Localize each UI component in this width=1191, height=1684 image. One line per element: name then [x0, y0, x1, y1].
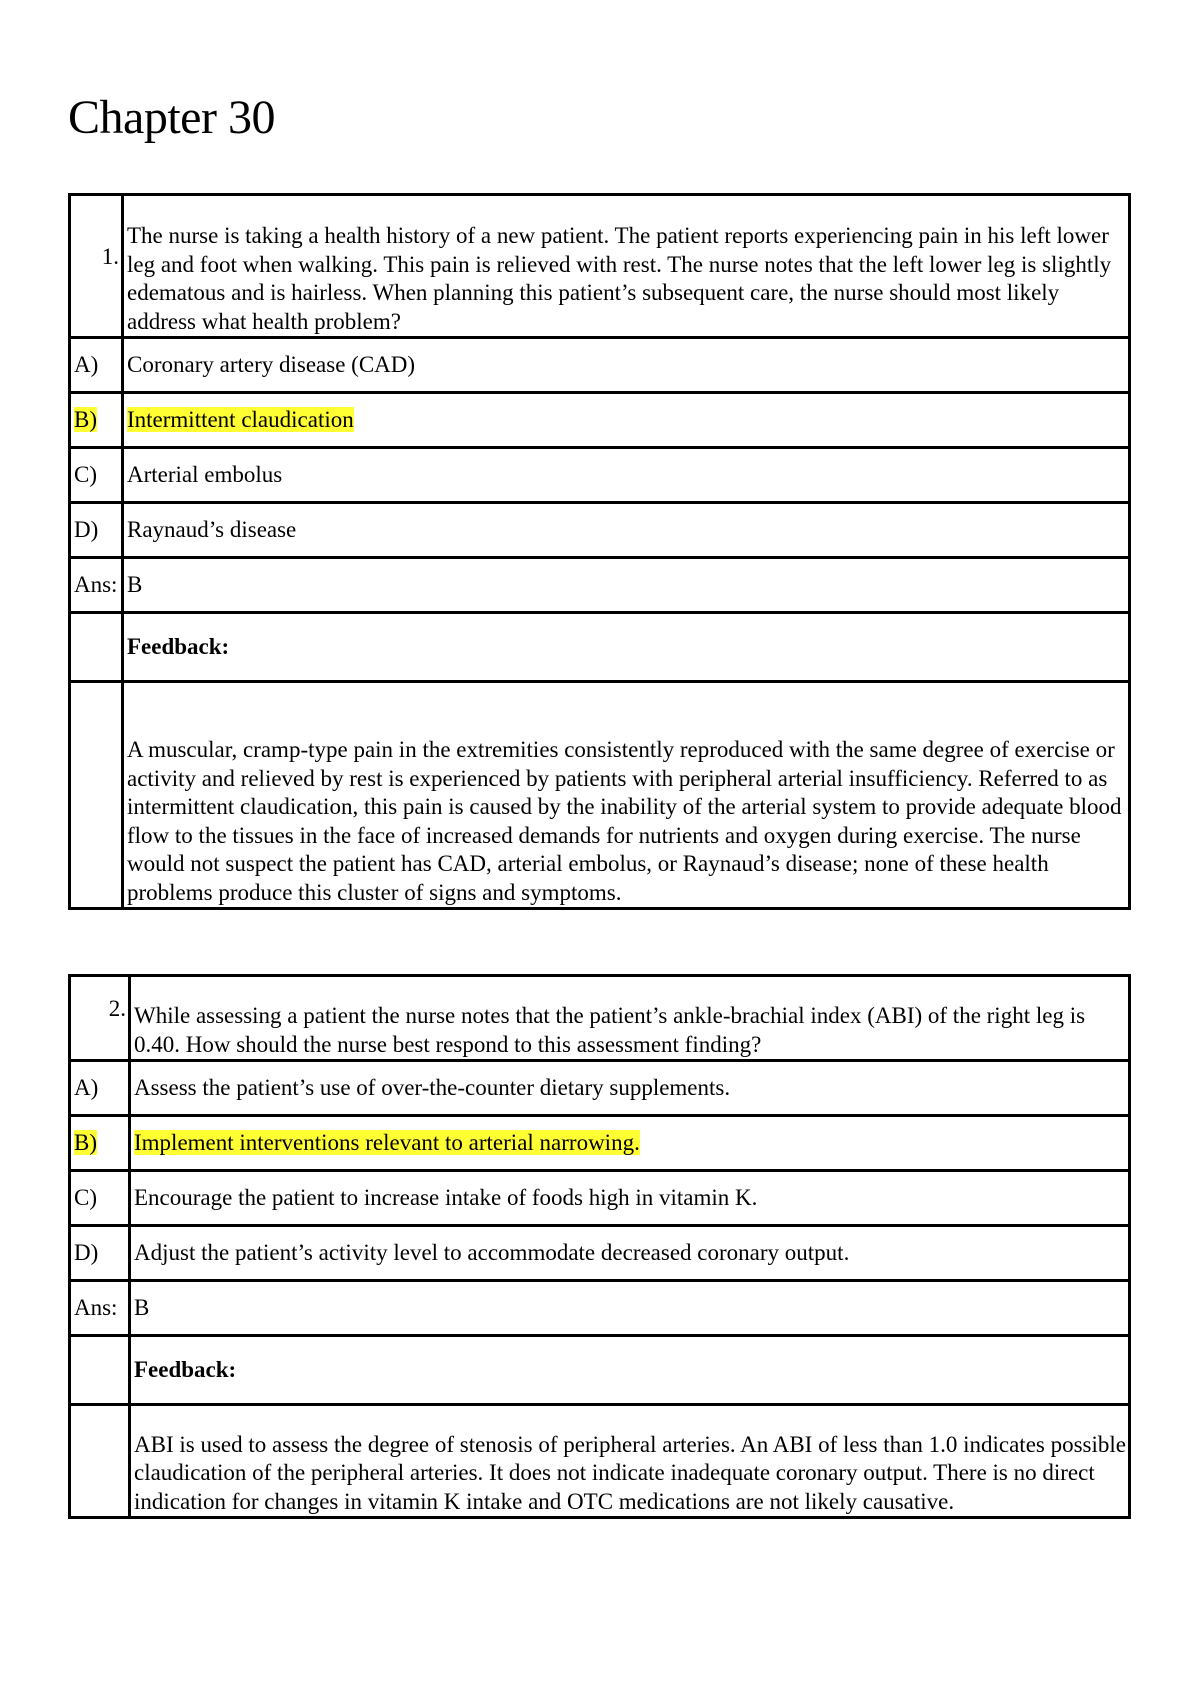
option-label: B) — [68, 391, 124, 449]
answer-value: B — [128, 1279, 1131, 1337]
answer-label: Ans: — [68, 1279, 131, 1337]
feedback-header-row: Feedback: — [68, 1334, 1131, 1406]
empty-cell — [68, 611, 124, 683]
correct-option-label: B) — [74, 1129, 97, 1155]
option-label: C) — [68, 446, 124, 504]
option-text: Raynaud’s disease — [121, 501, 1131, 559]
option-text: Encourage the patient to increase intake… — [128, 1169, 1131, 1227]
feedback-body-row: ABI is used to assess the degree of sten… — [68, 1403, 1131, 1519]
option-text: Adjust the patient’s activity level to a… — [128, 1224, 1131, 1282]
option-row-d: D) Adjust the patient’s activity level t… — [68, 1224, 1131, 1282]
question-stem-row: 2. While assessing a patient the nurse n… — [68, 974, 1131, 1062]
option-text: Arterial embolus — [121, 446, 1131, 504]
option-label: C) — [68, 1169, 131, 1227]
option-label: D) — [68, 1224, 131, 1282]
question-stem-row: 1. The nurse is taking a health history … — [68, 193, 1131, 339]
option-row-b: B) Implement interventions relevant to a… — [68, 1114, 1131, 1172]
question-stem: The nurse is taking a health history of … — [121, 193, 1131, 339]
option-text: Intermittent claudication — [121, 391, 1131, 449]
question-number: 1. — [68, 193, 124, 339]
answer-value: B — [121, 556, 1131, 614]
feedback-label-text: Feedback: — [134, 1356, 237, 1382]
option-label: D) — [68, 501, 124, 559]
answer-label: Ans: — [68, 556, 124, 614]
option-row-b: B) Intermittent claudication — [68, 391, 1131, 449]
feedback-label: Feedback: — [121, 611, 1131, 683]
option-text: Assess the patient’s use of over-the-cou… — [128, 1059, 1131, 1117]
option-row-d: D) Raynaud’s disease — [68, 501, 1131, 559]
empty-cell — [68, 1403, 131, 1519]
answer-row: Ans: B — [68, 1279, 1131, 1337]
option-label: A) — [68, 1059, 131, 1117]
option-row-a: A) Coronary artery disease (CAD) — [68, 336, 1131, 394]
correct-option-label: B) — [74, 406, 97, 432]
empty-cell — [68, 680, 124, 910]
question-number: 2. — [68, 974, 131, 1062]
option-row-c: C) Arterial embolus — [68, 446, 1131, 504]
answer-row: Ans: B — [68, 556, 1131, 614]
correct-option-text: Intermittent claudication — [127, 406, 354, 432]
correct-option-text: Implement interventions relevant to arte… — [134, 1129, 640, 1155]
option-text: Coronary artery disease (CAD) — [121, 336, 1131, 394]
question-1-table: 1. The nurse is taking a health history … — [68, 193, 1131, 910]
question-stem: While assessing a patient the nurse note… — [128, 974, 1131, 1062]
feedback-label-text: Feedback: — [127, 633, 230, 659]
option-label: B) — [68, 1114, 131, 1172]
feedback-header-row: Feedback: — [68, 611, 1131, 683]
feedback-label: Feedback: — [128, 1334, 1131, 1406]
page-title: Chapter 30 — [68, 91, 275, 144]
empty-cell — [68, 1334, 131, 1406]
option-row-a: A) Assess the patient’s use of over-the-… — [68, 1059, 1131, 1117]
option-label: A) — [68, 336, 124, 394]
feedback-text: ABI is used to assess the degree of sten… — [128, 1403, 1131, 1519]
feedback-text: A muscular, cramp-type pain in the extre… — [121, 680, 1131, 910]
option-text: Implement interventions relevant to arte… — [128, 1114, 1131, 1172]
feedback-body-row: A muscular, cramp-type pain in the extre… — [68, 680, 1131, 910]
option-row-c: C) Encourage the patient to increase int… — [68, 1169, 1131, 1227]
question-2-table: 2. While assessing a patient the nurse n… — [68, 974, 1131, 1519]
